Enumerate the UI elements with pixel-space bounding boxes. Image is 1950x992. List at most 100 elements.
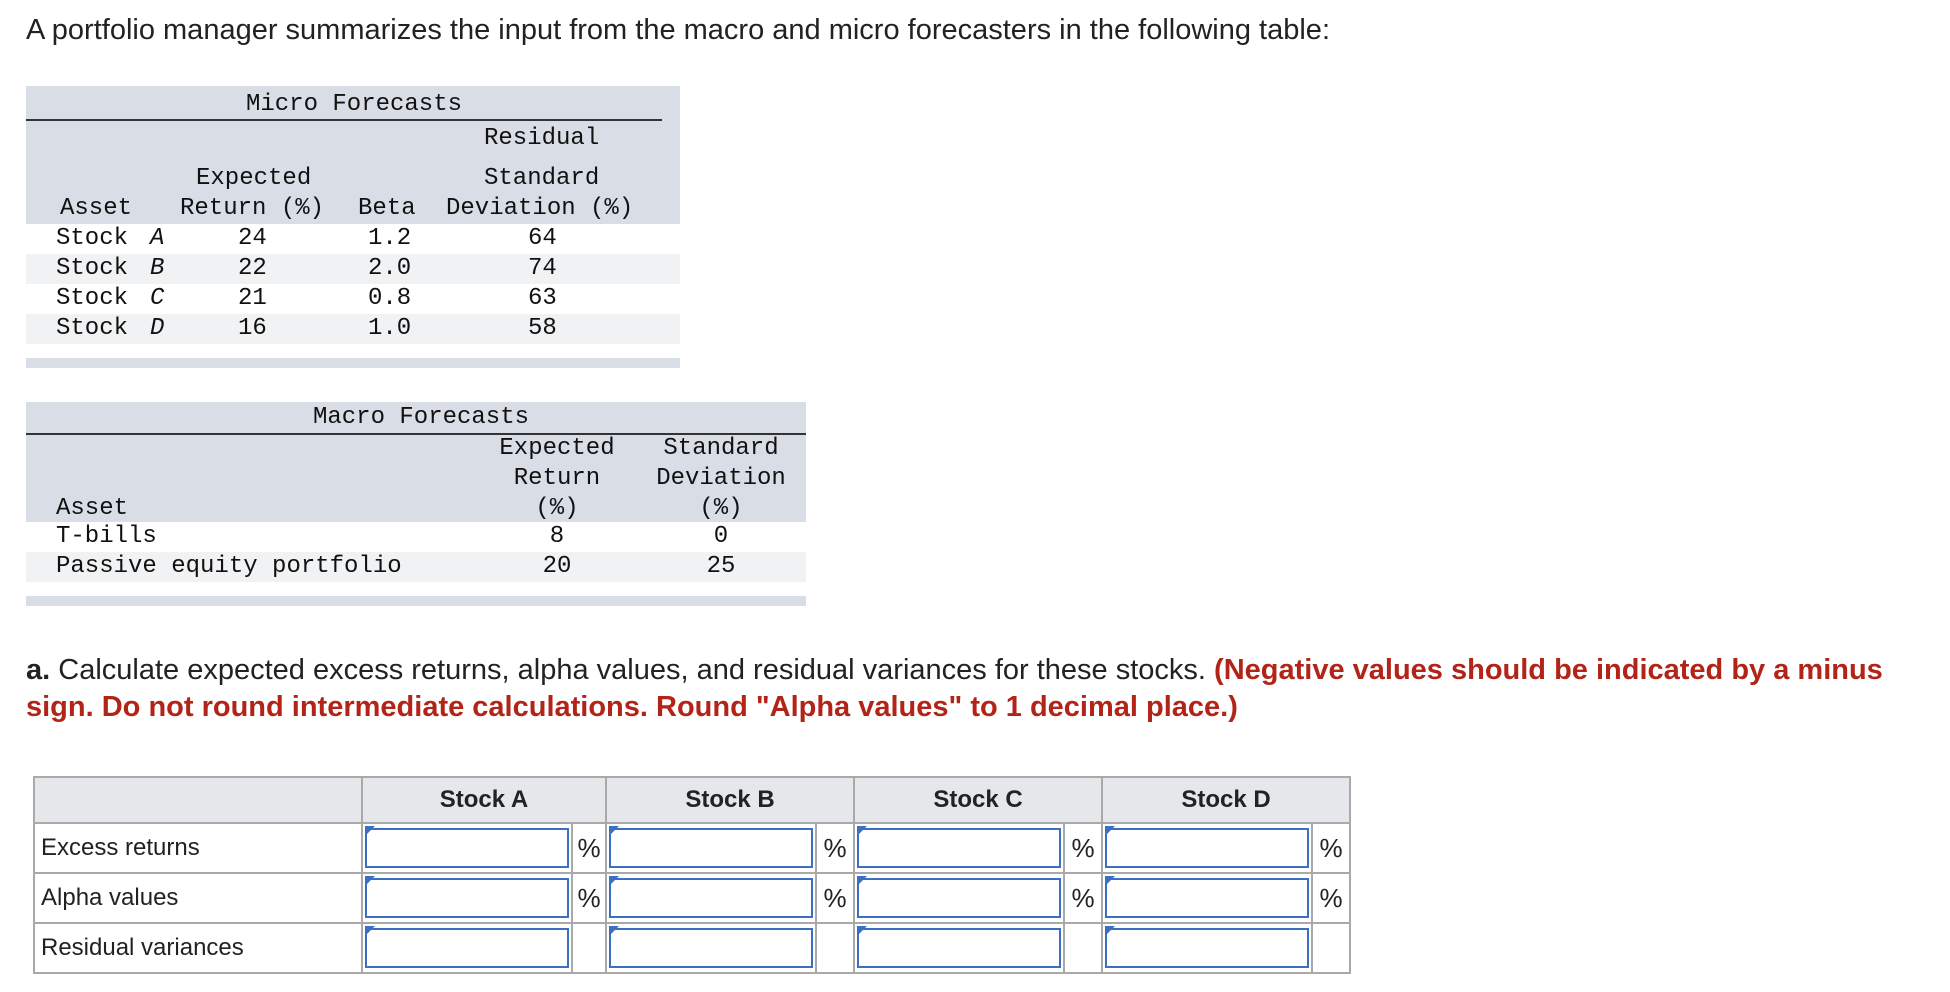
input-marker-icon bbox=[365, 826, 375, 836]
micro-header-expected: Expected bbox=[196, 165, 312, 192]
answer-col-stock-c: Stock C bbox=[853, 776, 1103, 824]
input-cell bbox=[361, 922, 573, 974]
intro-text: A portfolio manager summarizes the input… bbox=[26, 14, 1330, 46]
macro-asset: Passive equity portfolio bbox=[56, 553, 402, 580]
input-cell bbox=[605, 922, 817, 974]
alpha-stock-c-input[interactable] bbox=[857, 878, 1061, 918]
macro-row-tbills: T-bills 8 0 bbox=[26, 522, 806, 552]
micro-header-asset: Asset bbox=[60, 195, 133, 222]
micro-header-standard: Standard bbox=[484, 165, 600, 192]
input-cell bbox=[1101, 922, 1313, 974]
input-marker-icon bbox=[1105, 876, 1115, 886]
unit-label: % bbox=[1311, 872, 1351, 924]
macro-bottom-band bbox=[26, 596, 806, 606]
macro-expected-return: 8 bbox=[549, 523, 565, 550]
residual-variance-stock-c-input[interactable] bbox=[857, 928, 1061, 968]
input-marker-icon bbox=[857, 826, 867, 836]
micro-residual-sd: 58 bbox=[528, 315, 557, 342]
micro-header-return: Return (%) bbox=[180, 195, 325, 222]
input-marker-icon bbox=[365, 876, 375, 886]
micro-row-d: Stock D 16 1.0 58 bbox=[26, 314, 680, 344]
row-label: Alpha values bbox=[33, 872, 363, 924]
unit-label: % bbox=[1311, 822, 1351, 874]
micro-forecasts-table: Micro Forecasts Residual Expected Standa… bbox=[26, 86, 680, 368]
residual-variance-stock-a-input[interactable] bbox=[365, 928, 569, 968]
excess-return-stock-a-input[interactable] bbox=[365, 828, 569, 868]
unit-label: % bbox=[1063, 822, 1103, 874]
question-instruction: (Negative values should be indicated by … bbox=[26, 654, 1883, 723]
micro-asset-prefix: Stock bbox=[56, 255, 129, 282]
micro-row-c: Stock C 21 0.8 63 bbox=[26, 284, 680, 314]
micro-row-b: Stock B 22 2.0 74 bbox=[26, 254, 680, 284]
unit-label: % bbox=[571, 872, 607, 924]
answer-col-stock-b: Stock B bbox=[605, 776, 855, 824]
micro-expected-return: 16 bbox=[238, 315, 267, 342]
row-label: Residual variances bbox=[33, 922, 363, 974]
answer-header-blank bbox=[33, 776, 363, 824]
input-marker-icon bbox=[365, 926, 375, 936]
macro-header-er-unit: (%) bbox=[535, 495, 579, 522]
micro-asset-letter: A bbox=[150, 225, 165, 252]
unit-label: % bbox=[571, 822, 607, 874]
alpha-stock-b-input[interactable] bbox=[609, 878, 813, 918]
answer-table: Stock A Stock B Stock C Stock D Excess r… bbox=[33, 776, 1351, 974]
input-cell bbox=[853, 872, 1065, 924]
input-cell bbox=[853, 922, 1065, 974]
input-marker-icon bbox=[857, 926, 867, 936]
excess-return-stock-b-input[interactable] bbox=[609, 828, 813, 868]
answer-row-excess-returns: Excess returns % % % % bbox=[33, 822, 1351, 874]
micro-beta: 1.0 bbox=[368, 315, 412, 342]
input-marker-icon bbox=[857, 876, 867, 886]
micro-expected-return: 21 bbox=[238, 285, 267, 312]
input-cell bbox=[605, 822, 817, 874]
micro-expected-return: 24 bbox=[238, 225, 267, 252]
micro-asset-prefix: Stock bbox=[56, 285, 129, 312]
micro-beta: 0.8 bbox=[368, 285, 412, 312]
residual-variance-stock-b-input[interactable] bbox=[609, 928, 813, 968]
micro-asset-letter: B bbox=[150, 255, 165, 282]
unit-label bbox=[1311, 922, 1351, 974]
input-cell bbox=[605, 872, 817, 924]
micro-expected-return: 22 bbox=[238, 255, 267, 282]
excess-return-stock-d-input[interactable] bbox=[1105, 828, 1309, 868]
answer-row-alpha-values: Alpha values % % % % bbox=[33, 872, 1351, 924]
input-marker-icon bbox=[609, 826, 619, 836]
micro-asset-prefix: Stock bbox=[56, 225, 129, 252]
micro-row-a: Stock A 24 1.2 64 bbox=[26, 224, 680, 254]
macro-header-asset: Asset bbox=[56, 495, 129, 522]
residual-variance-stock-d-input[interactable] bbox=[1105, 928, 1309, 968]
alpha-stock-a-input[interactable] bbox=[365, 878, 569, 918]
input-marker-icon bbox=[1105, 826, 1115, 836]
macro-sd: 0 bbox=[713, 523, 729, 550]
micro-title-rule bbox=[26, 119, 662, 121]
macro-header: Macro Forecasts Expected Standard Return… bbox=[26, 402, 806, 522]
answer-header-row: Stock A Stock B Stock C Stock D bbox=[33, 776, 1351, 824]
input-cell bbox=[361, 872, 573, 924]
input-cell bbox=[1101, 872, 1313, 924]
answer-row-residual-variances: Residual variances bbox=[33, 922, 1351, 974]
macro-title-rule bbox=[26, 433, 806, 435]
macro-title: Macro Forecasts bbox=[312, 404, 530, 431]
macro-row-passive: Passive equity portfolio 20 25 bbox=[26, 552, 806, 582]
micro-asset-letter: D bbox=[150, 315, 165, 342]
unit-label bbox=[815, 922, 855, 974]
macro-header-standard: Standard bbox=[663, 435, 779, 462]
micro-asset-letter: C bbox=[150, 285, 165, 312]
micro-residual-sd: 64 bbox=[528, 225, 557, 252]
micro-header-residual: Residual bbox=[484, 125, 600, 152]
row-label: Excess returns bbox=[33, 822, 363, 874]
input-cell bbox=[1101, 822, 1313, 874]
macro-forecasts-table: Macro Forecasts Expected Standard Return… bbox=[26, 402, 806, 606]
answer-col-stock-d: Stock D bbox=[1101, 776, 1351, 824]
macro-expected-return: 20 bbox=[542, 553, 572, 580]
macro-sd: 25 bbox=[706, 553, 736, 580]
macro-header-return: Return bbox=[513, 465, 601, 492]
micro-asset-prefix: Stock bbox=[56, 315, 129, 342]
input-cell bbox=[853, 822, 1065, 874]
macro-header-expected: Expected bbox=[499, 435, 615, 462]
excess-return-stock-c-input[interactable] bbox=[857, 828, 1061, 868]
alpha-stock-d-input[interactable] bbox=[1105, 878, 1309, 918]
input-marker-icon bbox=[609, 876, 619, 886]
micro-beta: 2.0 bbox=[368, 255, 412, 282]
unit-label: % bbox=[815, 822, 855, 874]
